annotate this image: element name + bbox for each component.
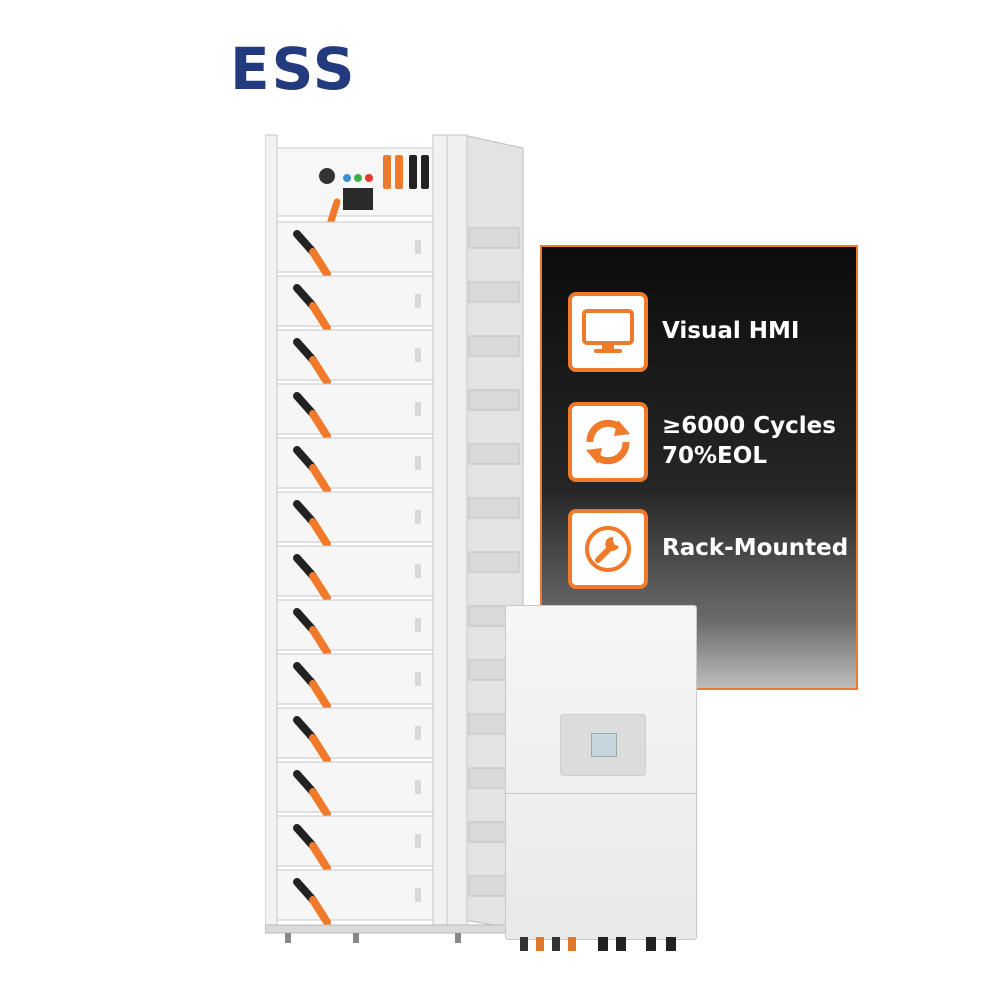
battery-rack-image [265,130,545,945]
feature-item-cycles: ≥6000 Cycles 70%EOL [568,402,836,482]
feature-label: Rack-Mounted [662,535,849,562]
feature-item-visual-hmi: Visual HMI [568,292,799,372]
feature-panel: Visual HMI ≥6000 Cycles 70%EOL Rack-M [540,245,858,690]
cycle-arrows-icon [568,402,648,482]
feature-label: ≥6000 Cycles 70%EOL [662,413,836,469]
inverter-ports [520,937,676,951]
feature-label: Visual HMI [662,318,800,345]
monitor-icon [568,292,648,372]
inverter-display-panel [560,714,646,776]
inverter-screen [591,733,617,757]
feature-item-rack-mounted: Rack-Mounted [568,509,848,589]
brand-title: ESS [230,35,357,103]
inverter-image [505,605,697,951]
wrench-icon [568,509,648,589]
